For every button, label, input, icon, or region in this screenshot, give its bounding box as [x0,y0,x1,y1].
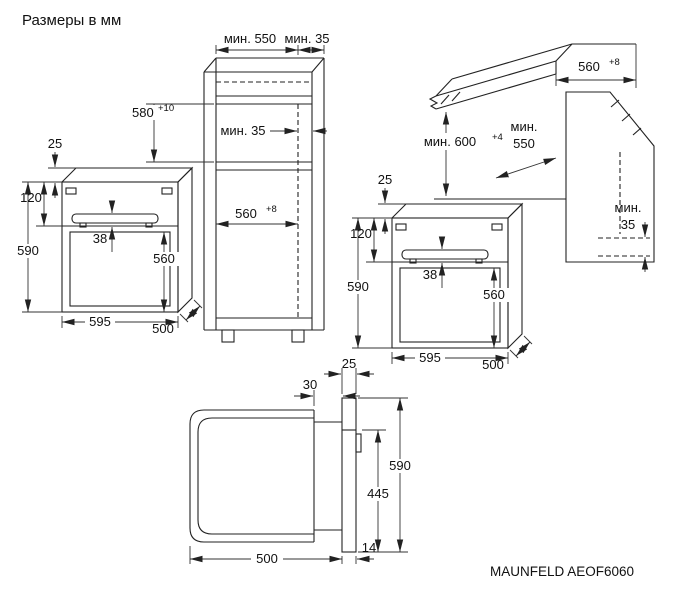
oven-handle-profile [355,433,362,453]
tall-cabinet-dimensions [146,45,327,228]
dim-rear-gap-min: мин. 35 [220,123,265,138]
vent-slot [491,223,503,231]
oven-door-glass [399,267,501,343]
dim-rear-gap-word: мин. [615,200,642,215]
cabinet-foot [291,329,305,343]
dim-panel-height: 120 [20,190,42,205]
dim-body-depth: 500 [152,321,174,336]
cabinet-foot [221,329,235,343]
oven-dimensions [352,188,533,364]
oven-handle [71,213,159,224]
side-section-view: 25 30 590 445 500 14 [189,356,414,566]
dim-handle-offset: 38 [93,231,107,246]
oven-door-profile [341,397,357,553]
base-cabinet-dimensions [442,44,649,272]
oven-body [60,166,194,314]
dim-body-depth: 500 [482,357,504,372]
dim-niche-height: 580 [132,105,154,120]
vent-slot [161,187,173,195]
model-label: MAUNFELD AEOF6060 [490,564,634,579]
dim-overall-width: 595 [89,314,111,329]
dim-front-overhang: 25 [378,172,392,187]
dim-door-thickness: 25 [342,356,356,371]
dim-niche-width: 560 [578,59,600,74]
dim-body-height: 445 [367,486,389,501]
base-cabinet-view: 560 +8 мин. 600 +4 мин. 550 мин. 35 [412,43,655,272]
tall-cabinet-view: мин. 550 мин. 35 580 +10 мин. 35 560 +8 [129,31,330,343]
oven-dimensions [22,152,203,328]
dim-front-gap: 30 [303,377,317,392]
countertop [428,43,636,110]
dim-niche-height-tolerance: +4 [492,132,503,143]
dim-top-gap-min: мин. 35 [284,31,329,46]
dim-niche-depth: 560 [235,206,257,221]
side-section-dimensions [189,368,408,564]
dim-overall-width: 595 [419,350,441,365]
dim-niche-depth-tolerance: +8 [266,204,277,215]
dim-body-height: 560 [483,287,505,302]
dim-niche-height-tolerance: +10 [158,103,174,114]
oven-body [390,202,524,350]
dim-rear-gap-value: 35 [621,217,635,232]
oven-front-view-left: 25 120 590 38 560 595 500 [14,136,203,336]
countertop-break [428,95,439,110]
page-title: Размеры в мм [22,12,121,29]
dim-body-depth: 500 [256,551,278,566]
dim-door-height: 590 [389,458,411,473]
dim-front-overhang: 25 [48,136,62,151]
vent-slot [65,187,77,195]
dim-niche-height-min: мин. 600 [424,134,476,149]
vent-slot [395,223,407,231]
dim-depth-min-value: 550 [513,136,535,151]
oven-front-view-right: 25 120 590 38 560 595 500 [344,172,533,372]
oven-door-glass [69,231,171,307]
dim-depth-min: мин. 550 [224,31,276,46]
oven-side-profile [189,397,362,553]
dim-overall-height: 590 [347,279,369,294]
tall-cabinet-outline [203,57,325,343]
dim-bottom-lip: 14 [362,540,376,555]
dim-panel-height: 120 [350,226,372,241]
dim-depth-min-word: мин. [511,119,538,134]
dim-handle-offset: 38 [423,267,437,282]
dim-niche-width-tolerance: +8 [609,57,620,68]
oven-handle [401,249,489,260]
dim-body-height: 560 [153,251,175,266]
dim-overall-height: 590 [17,243,39,258]
side-panel [434,91,655,263]
